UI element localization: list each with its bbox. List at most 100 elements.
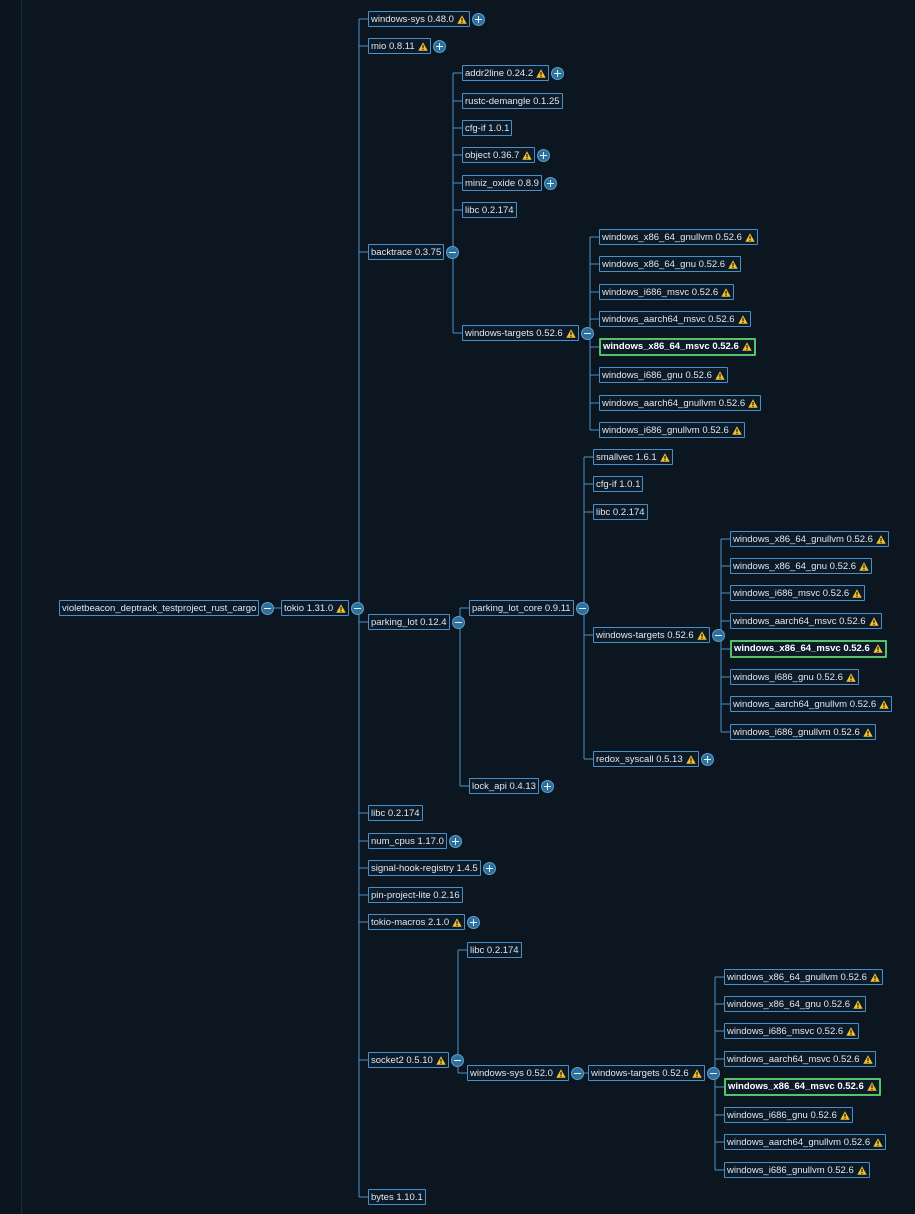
tree-node-lock-api-0-4-13[interactable]: lock_api 0.4.13 — [469, 778, 539, 794]
tree-node-windows-targets-0-52-6[interactable]: windows-targets 0.52.6 — [462, 325, 579, 341]
warning-icon — [728, 259, 738, 269]
collapse-minus-icon[interactable] — [575, 601, 589, 615]
tree-node-mio-0-8-11[interactable]: mio 0.8.11 — [368, 38, 431, 54]
node-label: mio 0.8.11 — [371, 41, 415, 52]
warning-icon — [336, 603, 346, 613]
tree-node-libc-0-2-174[interactable]: libc 0.2.174 — [593, 504, 648, 520]
node-label: windows_aarch64_gnullvm 0.52.6 — [602, 398, 746, 409]
tree-node-libc-0-2-174[interactable]: libc 0.2.174 — [368, 805, 423, 821]
tree-node-windows-x86-64-gnu-0-52-6[interactable]: windows_x86_64_gnu 0.52.6 — [599, 256, 742, 272]
tree-node-windows-i686-gnu-0-52-6[interactable]: windows_i686_gnu 0.52.6 — [599, 367, 728, 383]
tree-node-windows-aarch64-gnullvm-0-52-6[interactable]: windows_aarch64_gnullvm 0.52.6 — [599, 395, 762, 411]
collapse-minus-icon[interactable] — [451, 615, 465, 629]
tree-node-windows-i686-gnu-0-52-6[interactable]: windows_i686_gnu 0.52.6 — [724, 1107, 853, 1123]
expand-plus-icon[interactable] — [432, 39, 446, 53]
tree-node-parking-lot-core-0-9-11[interactable]: parking_lot_core 0.9.11 — [469, 600, 574, 616]
tree-node-tokio-macros-2-1-0[interactable]: tokio-macros 2.1.0 — [368, 914, 466, 930]
node-label: windows_x86_64_msvc 0.52.6 — [728, 1081, 864, 1092]
node-label: windows_i686_gnullvm 0.52.6 — [733, 727, 860, 738]
tree-node-smallvec-1-6-1[interactable]: smallvec 1.6.1 — [593, 449, 673, 465]
node-label: bytes 1.10.1 — [371, 1192, 423, 1203]
node-label: parking_lot 0.12.4 — [371, 617, 447, 628]
tree-node-windows-x86-64-gnu-0-52-6[interactable]: windows_x86_64_gnu 0.52.6 — [730, 558, 873, 574]
collapse-minus-icon[interactable] — [351, 601, 365, 615]
warning-icon — [697, 630, 707, 640]
tree-node-windows-aarch64-msvc-0-52-6[interactable]: windows_aarch64_msvc 0.52.6 — [724, 1051, 876, 1067]
collapse-minus-icon[interactable] — [706, 1066, 720, 1080]
tree-node-num-cpus-1-17-0[interactable]: num_cpus 1.17.0 — [368, 833, 447, 849]
collapse-minus-icon[interactable] — [711, 628, 725, 642]
expand-plus-icon[interactable] — [537, 148, 551, 162]
collapse-minus-icon[interactable] — [261, 601, 275, 615]
tree-node-windows-i686-gnullvm-0-52-6[interactable]: windows_i686_gnullvm 0.52.6 — [730, 724, 876, 740]
tree-node-windows-i686-gnullvm-0-52-6[interactable]: windows_i686_gnullvm 0.52.6 — [599, 422, 745, 438]
tree-node-redox-syscall-0-5-13[interactable]: redox_syscall 0.5.13 — [593, 751, 699, 767]
warning-icon — [852, 588, 862, 598]
tree-node-windows-aarch64-msvc-0-52-6[interactable]: windows_aarch64_msvc 0.52.6 — [599, 311, 751, 327]
collapse-minus-icon[interactable] — [446, 245, 460, 259]
expand-plus-icon[interactable] — [551, 66, 565, 80]
expand-plus-icon[interactable] — [471, 12, 485, 26]
node-label: lock_api 0.4.13 — [472, 781, 536, 792]
tree-node-signal-hook-registry-1-4-5[interactable]: signal-hook-registry 1.4.5 — [368, 860, 481, 876]
node-label: rustc-demangle 0.1.25 — [465, 96, 560, 107]
tree-node-windows-i686-gnu-0-52-6[interactable]: windows_i686_gnu 0.52.6 — [730, 669, 859, 685]
warning-icon — [685, 754, 696, 764]
tree-node-violetbeacon-deptrack-testproject-rust-cargo[interactable]: violetbeacon_deptrack_testproject_rust_c… — [59, 600, 260, 616]
expand-plus-icon[interactable] — [448, 834, 462, 848]
tree-node-bytes-1-10-1[interactable]: bytes 1.10.1 — [368, 1189, 426, 1205]
tree-node-rustc-demangle-0-1-25[interactable]: rustc-demangle 0.1.25 — [462, 93, 563, 109]
collapse-minus-icon[interactable] — [570, 1066, 584, 1080]
tree-node-miniz-oxide-0-8-9[interactable]: miniz_oxide 0.8.9 — [462, 175, 542, 191]
tree-node-cfg-if-1-0-1[interactable]: cfg-if 1.0.1 — [593, 476, 644, 492]
warning-icon — [840, 1110, 850, 1120]
tree-node-windows-i686-gnullvm-0-52-6[interactable]: windows_i686_gnullvm 0.52.6 — [724, 1162, 870, 1178]
tree-node-windows-x86-64-gnullvm-0-52-6[interactable]: windows_x86_64_gnullvm 0.52.6 — [599, 229, 758, 245]
tree-node-libc-0-2-174[interactable]: libc 0.2.174 — [467, 942, 522, 958]
tree-node-windows-aarch64-gnullvm-0-52-6[interactable]: windows_aarch64_gnullvm 0.52.6 — [730, 696, 893, 712]
expand-plus-icon[interactable] — [540, 779, 554, 793]
tree-node-windows-x86-64-msvc-0-52-6[interactable]: windows_x86_64_msvc 0.52.6 — [730, 640, 887, 658]
warning-icon — [737, 314, 748, 324]
expand-plus-icon[interactable] — [482, 861, 496, 875]
tree-node-windows-sys-0-52-0[interactable]: windows-sys 0.52.0 — [467, 1065, 569, 1081]
tree-node-windows-i686-msvc-0-52-6[interactable]: windows_i686_msvc 0.52.6 — [724, 1023, 860, 1039]
tree-node-backtrace-0-3-75[interactable]: backtrace 0.3.75 — [368, 244, 445, 260]
expand-plus-icon[interactable] — [700, 752, 714, 766]
node-label: windows_x86_64_gnu 0.52.6 — [602, 259, 726, 270]
expand-plus-icon[interactable] — [467, 915, 481, 929]
node-label: addr2line 0.24.2 — [465, 68, 534, 79]
tree-node-socket2-0-5-10[interactable]: socket2 0.5.10 — [368, 1052, 449, 1068]
node-label: windows-sys 0.48.0 — [371, 14, 454, 25]
tree-node-cfg-if-1-0-1[interactable]: cfg-if 1.0.1 — [462, 120, 513, 136]
node-label: libc 0.2.174 — [470, 945, 519, 956]
tree-node-tokio-1-31-0[interactable]: tokio 1.31.0 — [281, 600, 350, 616]
expand-plus-icon[interactable] — [543, 176, 557, 190]
tree-node-windows-aarch64-msvc-0-52-6[interactable]: windows_aarch64_msvc 0.52.6 — [730, 613, 882, 629]
tree-node-windows-x86-64-msvc-0-52-6[interactable]: windows_x86_64_msvc 0.52.6 — [724, 1078, 881, 1096]
tree-node-pin-project-lite-0-2-16[interactable]: pin-project-lite 0.2.16 — [368, 887, 463, 903]
warning-icon — [721, 287, 731, 297]
tree-node-windows-targets-0-52-6[interactable]: windows-targets 0.52.6 — [588, 1065, 705, 1081]
tree-node-windows-x86-64-gnullvm-0-52-6[interactable]: windows_x86_64_gnullvm 0.52.6 — [724, 969, 883, 985]
collapse-minus-icon[interactable] — [450, 1053, 464, 1067]
tree-node-windows-i686-msvc-0-52-6[interactable]: windows_i686_msvc 0.52.6 — [599, 284, 735, 300]
collapse-minus-icon[interactable] — [580, 326, 594, 340]
tree-node-windows-x86-64-gnu-0-52-6[interactable]: windows_x86_64_gnu 0.52.6 — [724, 996, 867, 1012]
node-label: tokio 1.31.0 — [284, 603, 334, 614]
warning-icon — [660, 452, 670, 462]
node-label: redox_syscall 0.5.13 — [596, 754, 683, 765]
tree-node-addr2line-0-24-2[interactable]: addr2line 0.24.2 — [462, 65, 550, 81]
tree-node-windows-targets-0-52-6[interactable]: windows-targets 0.52.6 — [593, 627, 710, 643]
node-label: libc 0.2.174 — [465, 205, 514, 216]
warning-icon — [867, 1081, 877, 1091]
tree-node-object-0-36-7[interactable]: object 0.36.7 — [462, 147, 536, 163]
tree-node-parking-lot-0-12-4[interactable]: parking_lot 0.12.4 — [368, 614, 450, 630]
tree-node-windows-x86-64-gnullvm-0-52-6[interactable]: windows_x86_64_gnullvm 0.52.6 — [730, 531, 889, 547]
tree-node-windows-aarch64-gnullvm-0-52-6[interactable]: windows_aarch64_gnullvm 0.52.6 — [724, 1134, 887, 1150]
tree-node-libc-0-2-174[interactable]: libc 0.2.174 — [462, 202, 517, 218]
tree-node-windows-sys-0-48-0[interactable]: windows-sys 0.48.0 — [368, 11, 470, 27]
tree-node-windows-i686-msvc-0-52-6[interactable]: windows_i686_msvc 0.52.6 — [730, 585, 866, 601]
node-label: windows_x86_64_gnullvm 0.52.6 — [727, 972, 867, 983]
tree-node-windows-x86-64-msvc-0-52-6[interactable]: windows_x86_64_msvc 0.52.6 — [599, 338, 756, 356]
